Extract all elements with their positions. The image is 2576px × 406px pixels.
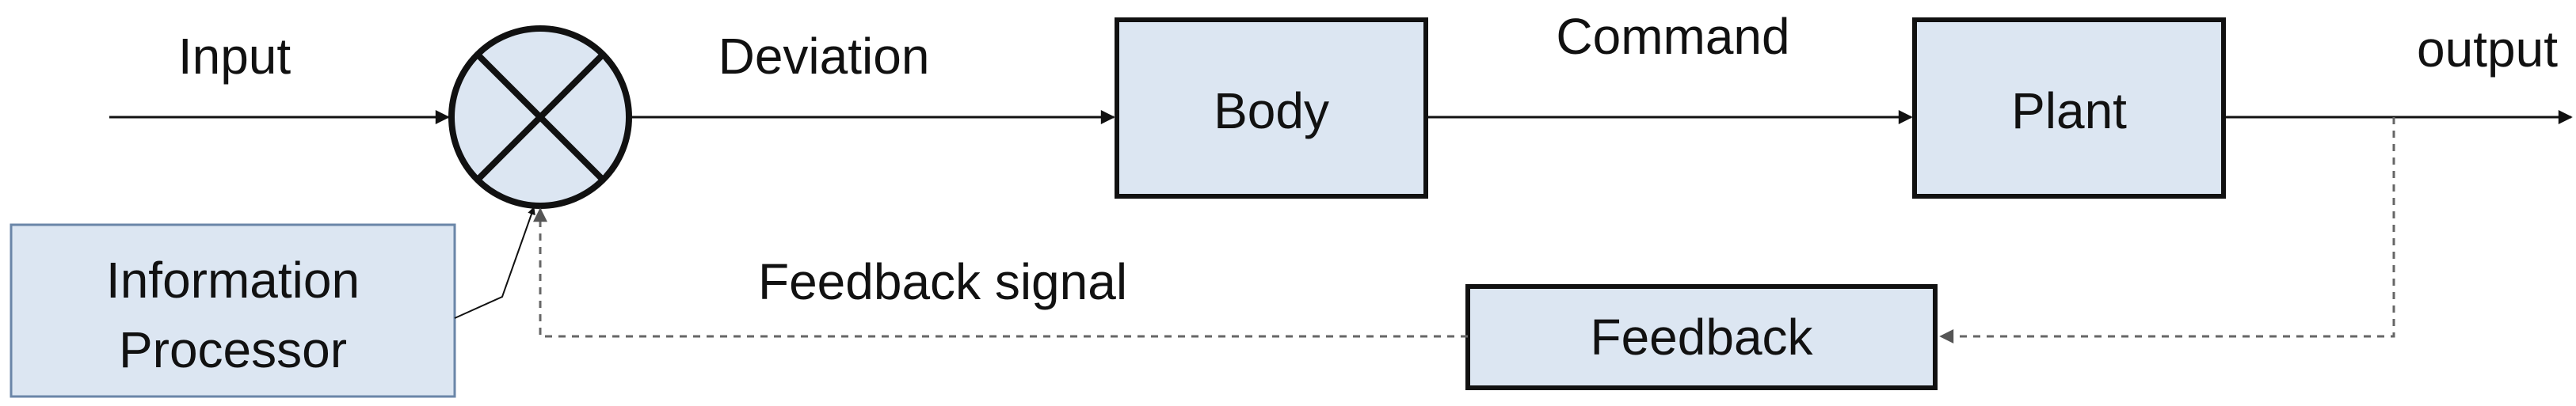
deviation-label: Deviation [718,28,930,85]
feedback-signal-path [533,207,1468,338]
info-processor-connector [454,207,535,319]
summing-junction [448,25,632,209]
plant-block-label: Plant [2011,82,2127,139]
plant-block [1912,17,2226,199]
info-processor-label-line1: Information [106,252,360,309]
info-processor-label-line2: Processor [119,321,347,378]
body-block-label: Body [1214,82,1329,139]
feedback-block-label: Feedback [1590,309,1813,366]
feedback-signal-label: Feedback signal [758,253,1127,310]
command-label: Command [1556,8,1789,65]
feedback-path-right [1939,117,2395,343]
output-label: output [2417,21,2558,78]
body-block [1115,17,1428,199]
input-label: Input [178,28,292,85]
information-processor-block [10,223,456,398]
